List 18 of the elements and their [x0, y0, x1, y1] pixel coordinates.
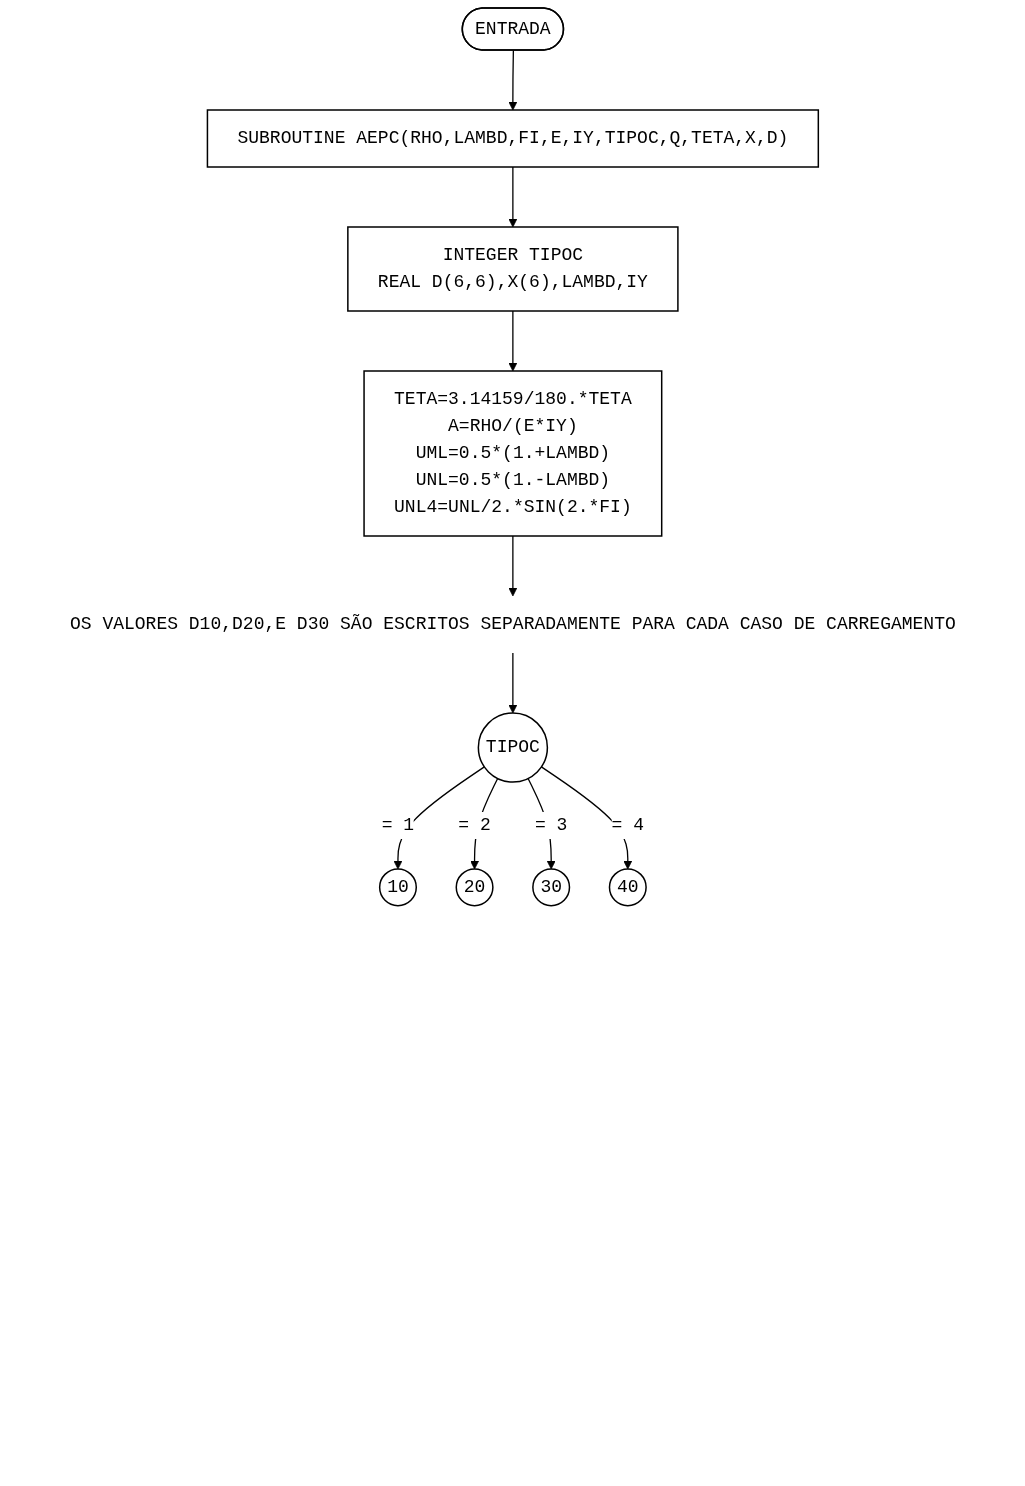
- node-box: TETA=3.14159/180.*TETA A=RHO/(E*IY) UML=0.5*(1.+LAMBD) UNL=0.5*(1.-LAMBD) UNL4=UNL/2.*SIN(2.*FI): [362, 370, 663, 537]
- node-box: SUBROUTINE AEPC(RHO,LAMBD,FI,E,IY,TIPOC,Q,TETA,X,D): [206, 109, 819, 168]
- arrow: [508, 310, 517, 372]
- node-circle: 30: [531, 868, 570, 907]
- node-text: OS VALORES D10,D20,E D30 SÃO ESCRITOS SEPARADAMENTE PARA CADA CASO DE CARREGAMENTO: [69, 614, 956, 634]
- node-circle: TIPOC: [477, 712, 548, 783]
- edge-label: = 1: [381, 815, 414, 836]
- node-circle: 20: [455, 868, 494, 907]
- node-circle: 40: [608, 868, 647, 907]
- edge-label: = 4: [611, 815, 644, 836]
- arrow: [508, 652, 517, 714]
- arrow: [508, 49, 517, 111]
- arrow: [508, 535, 517, 597]
- node-circle: 10: [378, 868, 417, 907]
- edge-label: = 3: [534, 815, 568, 836]
- node-box: INTEGER TIPOC REAL D(6,6),X(6),LAMBD,IY: [346, 226, 679, 312]
- arrow: [508, 166, 517, 228]
- edge-label: = 2: [457, 815, 491, 836]
